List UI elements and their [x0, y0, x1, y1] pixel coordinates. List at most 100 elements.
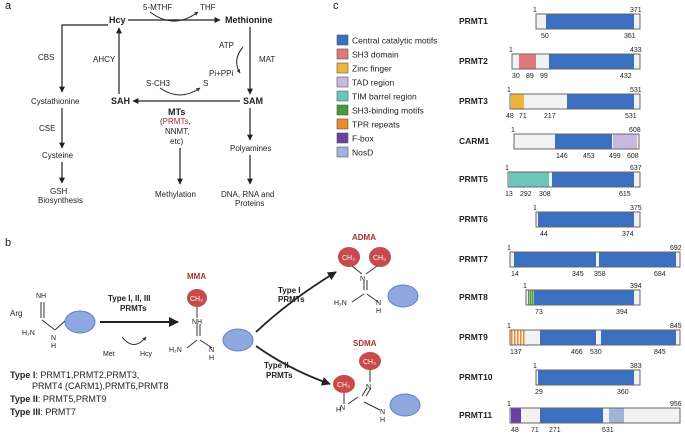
protein-length: 383 [630, 363, 642, 370]
type2-line1: Type II [264, 361, 289, 370]
mma-n: N [209, 347, 214, 354]
residue-mark: 71 [531, 427, 539, 434]
protein-name: PRMT9 [459, 332, 488, 342]
residue-mark: 499 [609, 153, 621, 160]
sah-node: SAH [111, 96, 130, 106]
domain-segment [511, 94, 524, 109]
domain-segment [509, 172, 549, 187]
protein-length: 531 [630, 87, 642, 94]
adma-h: H [376, 308, 381, 315]
legend-type1-line2: PRMT4 (CARM1),PRMT6,PRMT8 [32, 381, 169, 391]
protein-start: 1 [523, 283, 527, 290]
protein-name: PRMT6 [459, 214, 488, 224]
gsh-line2: Biosynthesis [38, 196, 83, 205]
cse-label: CSE [39, 124, 55, 133]
residue-mark: 271 [549, 427, 561, 434]
type123-line2: PRMTs [120, 304, 147, 313]
residue-mark: 394 [616, 309, 628, 316]
met-curve-arrow [121, 336, 147, 345]
methionine-node: Methionine [225, 15, 273, 25]
legend-label: SH3-binding motifs [352, 106, 424, 116]
residue-mark: 374 [622, 231, 634, 238]
hcy-node: Hcy [109, 15, 126, 25]
residue-mark: 99 [540, 73, 548, 80]
adma-n2: N [376, 300, 381, 307]
hcy-label-b: Hcy [140, 351, 153, 358]
residue-mark: 50 [541, 33, 549, 40]
legend-type1-line1: Type I: PRMT1,PRMT2,PRMT3, [10, 370, 139, 380]
protein-name: PRMT5 [459, 174, 488, 184]
hcy-to-cystathionine-arrow [59, 24, 108, 93]
methylation-label: Methylation [155, 190, 196, 199]
protein-name: PRMT1 [459, 16, 488, 26]
domain-segment [517, 330, 519, 345]
protein-length: 433 [630, 47, 642, 54]
protein-length: 608 [629, 127, 641, 134]
residue-mark: 360 [617, 389, 629, 396]
gsh-line1: GSH [50, 187, 68, 196]
sam-node: SAM [243, 96, 263, 106]
sdma-n2: N [340, 405, 345, 412]
residue-mark: 615 [619, 191, 631, 198]
sdma-ch3-top [359, 352, 381, 370]
arg-h: H [51, 343, 56, 350]
sdma-label: SDMA [353, 339, 377, 348]
residue-mark: 30 [512, 73, 520, 80]
residue-mark: 137 [510, 349, 522, 356]
sch3-curve-arrow [159, 87, 201, 96]
sdma-ch3-top-text: CH₃ [363, 359, 376, 366]
legend-label: Zinc finger [352, 64, 392, 74]
domain-segment [511, 330, 513, 345]
legend-swatch [336, 132, 349, 144]
protein-name: PRMT8 [459, 292, 488, 302]
residue-mark: 531 [625, 113, 637, 120]
type2-line2: PRMTs [266, 371, 293, 380]
residue-mark: 358 [594, 271, 606, 278]
domain-segment [530, 290, 532, 305]
residue-mark: 308 [539, 191, 551, 198]
protein-start: 1 [507, 401, 511, 408]
panel-a: a Hcy Methionine SAM SAH 5-MTHF THF ATP … [5, 0, 275, 208]
mat-label: MAT [259, 55, 275, 64]
sdma-n: N [366, 384, 371, 391]
protein-start: 1 [509, 47, 513, 54]
s-label: S [203, 79, 208, 88]
legend-label: TPR repeats [352, 120, 400, 130]
cystathionine-node: Cystathionine [31, 97, 80, 106]
protein-blob-mma [222, 328, 254, 352]
domain-segment [514, 330, 516, 345]
residue-mark: 217 [544, 113, 556, 120]
protein-length: 692 [670, 245, 682, 252]
protein-blob-arg [64, 310, 96, 334]
panel-c-label: c [333, 0, 339, 12]
legend-swatch [336, 48, 349, 60]
domain-segment [534, 290, 634, 305]
residue-mark: 48 [506, 113, 514, 120]
protein-name: PRMT11 [459, 410, 492, 420]
residue-mark: 48 [511, 427, 519, 434]
domain-segment [613, 134, 637, 149]
adma-label: ADMA [352, 233, 376, 242]
adma-h2n: H₂N [334, 300, 347, 307]
residue-mark: 466 [571, 349, 583, 356]
domain-segment [520, 330, 522, 345]
type2-arrow [255, 345, 331, 386]
residue-mark: 292 [520, 191, 532, 198]
legend-label: Central catalytic motifs [352, 36, 438, 46]
sdma-ch3-left-text: CH₃ [337, 382, 350, 389]
legend-label: NosD [352, 148, 373, 158]
protein-blob-adma [387, 284, 419, 308]
residue-mark: 89 [526, 73, 534, 80]
domain-segment [609, 408, 624, 423]
cysteine-node: Cysteine [42, 151, 74, 160]
atp-curve-arrow [236, 46, 244, 74]
ahcy-label: AHCY [93, 55, 116, 64]
mma-ch3: CH₃ [190, 296, 203, 303]
arg-nh: NH [36, 293, 46, 300]
met-label: Met [103, 351, 115, 358]
legend-swatch [336, 62, 349, 74]
legend-swatch [336, 118, 349, 130]
sdma-h: H [336, 407, 341, 414]
protein-name: CARM1 [459, 136, 489, 146]
